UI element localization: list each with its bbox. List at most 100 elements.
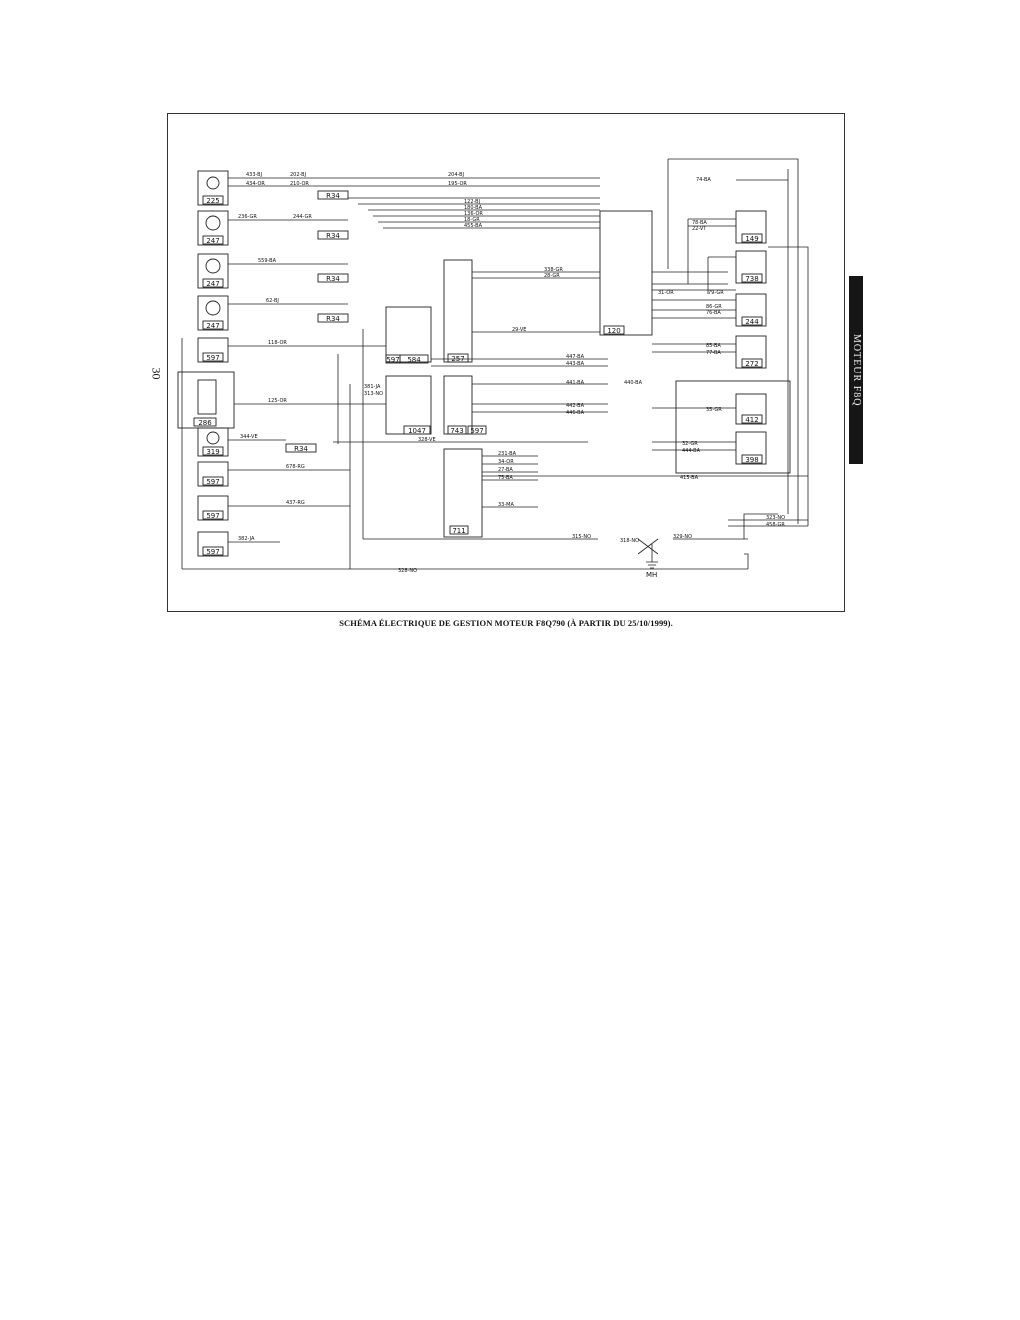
wire-label: 76-BA	[706, 310, 721, 316]
wire-label: 338-GR	[544, 267, 563, 273]
component-box	[197, 531, 229, 557]
gauge-icon	[205, 215, 221, 231]
component-id: 597	[470, 427, 483, 435]
component-box	[197, 170, 229, 206]
component-box	[197, 210, 229, 246]
wire-label: 443-BA	[566, 361, 585, 367]
relays: 584 597 257 1047 743 597 711	[385, 259, 487, 538]
wire-label: 62-BJ	[266, 298, 279, 304]
wire-label: 236-GR	[238, 214, 257, 220]
relay-box	[443, 448, 483, 538]
wire-label: 315-NO	[572, 534, 591, 540]
component-id: 738	[745, 275, 758, 283]
wire-label: 433-BJ	[246, 172, 262, 178]
wiring-diagram: 225 247 247 247 597 286 319	[167, 113, 845, 612]
connectors: R34 R34 R34 R34 R34	[285, 190, 349, 453]
gauge-icon	[205, 258, 221, 274]
wire-label: 323-NO	[766, 515, 785, 521]
component-box	[197, 495, 229, 521]
component-id: 244	[745, 318, 759, 326]
connector-label: R34	[326, 275, 340, 283]
connector-label: R34	[326, 315, 340, 323]
section-tab-label: MOTEUR F8Q	[851, 333, 862, 407]
wire-label: 22-VT	[692, 226, 707, 232]
connector-label: R34	[326, 232, 340, 240]
wire-label: 210-OR	[290, 181, 309, 187]
component-box	[197, 461, 229, 487]
left-components: 225 247 247 247 597 286 319	[177, 170, 235, 557]
wire-label: 125-OR	[268, 398, 287, 404]
relay-box	[385, 375, 432, 435]
component-id: 120	[607, 327, 620, 335]
component-id-box	[202, 195, 224, 205]
wire-label: 35-GR	[706, 407, 722, 413]
ground-label: MH	[646, 571, 657, 579]
component-box	[197, 253, 229, 289]
wire-label: 28-GR	[544, 273, 560, 279]
component-id: 597	[206, 512, 219, 520]
wire-label: 329-NO	[673, 534, 692, 540]
schematic-drawing: 225 247 247 247 597 286 319	[177, 158, 809, 579]
component-id: 398	[745, 456, 758, 464]
wire-labels: 433-BJ 434-OR 202-BJ 210-OR 236-GR 244-G…	[238, 172, 785, 579]
component-id: 225	[206, 197, 219, 205]
wire-label: 180-BA	[464, 205, 483, 211]
wire-label: 31-OR	[658, 290, 674, 296]
component-box	[197, 427, 229, 457]
gauge-icon	[205, 300, 221, 316]
relay-box	[443, 259, 473, 363]
component-id: 272	[745, 360, 758, 368]
wire-label: 441-BA	[566, 380, 585, 386]
component-id: 597	[206, 354, 219, 362]
wire-label: 328-NO	[398, 568, 417, 574]
wire-label: 313-NO	[364, 391, 383, 397]
relay-box	[385, 306, 432, 363]
component-id: 1047	[408, 427, 426, 435]
wire-label: 328-VE	[418, 437, 436, 443]
page-number: 30	[149, 367, 164, 380]
wire-label: 344-VE	[240, 434, 258, 440]
gauge-icon	[206, 176, 220, 190]
wire-label: 34-OR	[498, 459, 514, 465]
connector-label: R34	[294, 445, 308, 453]
component-id: 286	[198, 419, 212, 427]
component-id: 247	[206, 237, 219, 245]
wire-label: 415-BA	[680, 475, 699, 481]
right-components: 149 738 244 272 412 398	[675, 210, 791, 474]
wire-label: 446-BA	[566, 410, 585, 416]
component-id: 743	[450, 427, 463, 435]
wire-label: 204-BJ	[448, 172, 464, 178]
component-id: 597	[206, 478, 219, 486]
ecu: 120	[599, 210, 653, 336]
wire-label: 118-OR	[268, 340, 287, 346]
wire-label: 458-GR	[766, 522, 785, 528]
wire-label: 27-BA	[498, 467, 513, 473]
wire-label: 195-OR	[448, 181, 467, 187]
wire-label: 559-BA	[258, 258, 277, 264]
ground-symbol	[646, 544, 658, 569]
component-id: 319	[206, 448, 219, 456]
wire-label: 75-BA	[498, 475, 513, 481]
wire-label: 447-BA	[566, 354, 585, 360]
wire-label: 79-GR	[708, 290, 724, 296]
wire-label: 231-BA	[498, 451, 517, 457]
component-id: 711	[452, 527, 465, 535]
wire-label: 33-MA	[498, 502, 514, 508]
ecu-box	[599, 210, 653, 336]
wire-label: 382-JA	[238, 536, 255, 542]
wire-label: 136-OR	[464, 211, 483, 217]
component-box	[197, 337, 229, 363]
figure-caption: SCHÉMA ÉLECTRIQUE DE GESTION MOTEUR F8Q7…	[339, 618, 673, 628]
wire-label: 29-VE	[512, 327, 526, 333]
wire-label: 77-BA	[706, 350, 721, 356]
wire-label: 434-OR	[246, 181, 265, 187]
wire-label: 32-GR	[682, 441, 698, 447]
wire-label: 318-NO	[620, 538, 639, 544]
wire-label: 455-BA	[464, 223, 483, 229]
group-frame	[675, 380, 791, 474]
component-id: 584	[407, 356, 421, 364]
connector-label: R34	[326, 192, 340, 200]
wire-label: 678-RG	[286, 464, 305, 470]
wire-label: 85-BA	[706, 343, 721, 349]
wire-label: 78-BA	[692, 220, 707, 226]
